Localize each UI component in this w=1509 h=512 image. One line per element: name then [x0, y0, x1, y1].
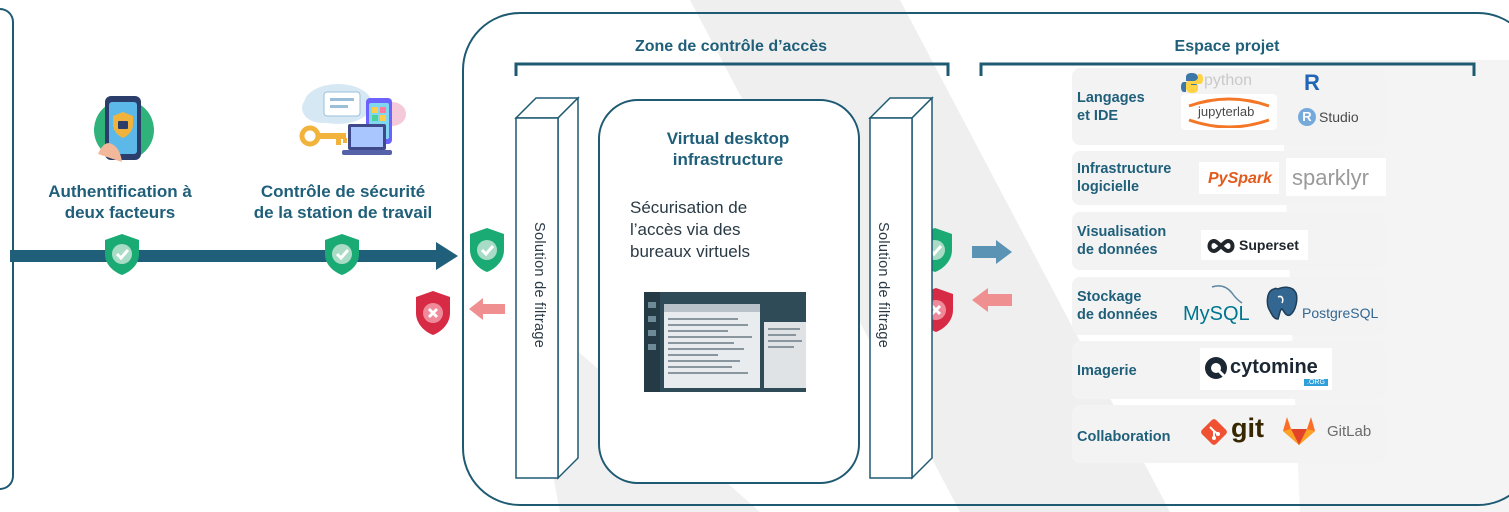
postgresql-elephant-icon	[1266, 286, 1298, 320]
superset-infinity-icon	[1207, 238, 1235, 254]
row-languages-label-line2: et IDE	[1077, 108, 1119, 124]
filter-right-prism	[868, 96, 934, 480]
python-icon	[1181, 73, 1203, 93]
workstation-security-label-line2: de la station de travail	[253, 203, 433, 222]
row-storage-label: Stockage de données	[1077, 288, 1158, 324]
jupyterlab-logo-text: jupyterlab	[1198, 104, 1255, 119]
access-zone-title: Zone de contrôle d’accès	[634, 38, 828, 55]
filter-left-label: Solution de filtrage	[531, 222, 547, 349]
mysql-logo-text: MySQL	[1183, 303, 1250, 325]
git-logo-text: git	[1231, 413, 1264, 443]
cytomine-icon	[1205, 357, 1227, 379]
vdi-description: Sécurisation de l’accès via des bureaux …	[630, 197, 810, 263]
two-factor-label-line2: deux facteurs	[64, 203, 176, 222]
pyspark-logo-text: PySpark	[1208, 170, 1273, 187]
rstudio-r-icon: R	[1298, 108, 1316, 126]
workstation-security-label-line1: Contrôle de sécurité	[260, 182, 426, 201]
python-logo-text: python	[1204, 72, 1253, 89]
sparklyr-logo	[1286, 158, 1386, 196]
vdi-title-line1: Virtual desktop	[666, 129, 790, 148]
vdi-box	[598, 99, 860, 484]
row-visualisation-label-line1: Visualisation	[1077, 224, 1167, 240]
mysql-dolphin-icon	[1211, 285, 1243, 304]
row-storage-label-line1: Stockage	[1077, 289, 1142, 305]
workstation-security-label: Contrôle de sécurité de la station de tr…	[238, 181, 448, 223]
workstation-security-icon	[296, 80, 408, 160]
check-shield-icon	[325, 234, 359, 275]
row-infrastructure-label: Infrastructure logicielle	[1077, 160, 1171, 196]
row-infrastructure-label-line1: Infrastructure	[1077, 161, 1172, 177]
vdi-desc-line2: l’accès via des	[630, 220, 741, 239]
row-infrastructure-label-line2: logicielle	[1077, 179, 1140, 195]
access-zone-bracket	[514, 62, 950, 76]
vdi-title-line2: infrastructure	[672, 150, 784, 169]
row-imaging-label: Imagerie	[1077, 363, 1137, 379]
two-factor-phone-icon	[88, 92, 158, 164]
main-flow-arrow	[10, 242, 458, 270]
filter-left-prism	[514, 96, 580, 480]
cytomine-org-badge: .ORG	[1304, 379, 1328, 386]
project-frame	[462, 12, 1509, 506]
sparklyr-logo-text: sparklyr	[1292, 165, 1370, 190]
vdi-title: Virtual desktop infrastructure	[610, 128, 846, 170]
row-collaboration	[1072, 405, 1385, 463]
row-storage	[1072, 277, 1385, 335]
row-languages-label: Langages et IDE	[1077, 89, 1145, 125]
project-space-bracket	[979, 62, 1476, 76]
gitlab-logo-text: GitLab	[1327, 423, 1372, 440]
rstudio-logo-text: Studio	[1319, 109, 1359, 125]
row-visualisation-label-line2: de données	[1077, 242, 1158, 258]
two-factor-label: Authentification à deux facteurs	[20, 181, 220, 223]
row-storage-label-line2: de données	[1077, 307, 1158, 323]
vdi-desc-line1: Sécurisation de	[630, 198, 748, 217]
denied-shield-icon	[416, 291, 450, 335]
filter-right-label: Solution de filtrage	[875, 222, 891, 349]
cytomine-logo-text: cytomine	[1230, 356, 1318, 378]
row-visualisation-label: Visualisation de données	[1077, 223, 1166, 259]
row-languages-label-line1: Langages	[1077, 90, 1145, 106]
row-collaboration-label: Collaboration	[1077, 429, 1171, 445]
two-factor-label-line1: Authentification à	[48, 182, 192, 201]
postgresql-logo-text: PostgreSQL	[1302, 305, 1379, 321]
reject-arrow-left	[972, 288, 1012, 312]
pyspark-logo	[1199, 162, 1279, 194]
virtual-desktop-screenshot	[644, 292, 806, 392]
git-diamond-icon	[1201, 419, 1227, 445]
superset-logo-text: Superset	[1239, 237, 1299, 253]
jupyter-ellipse-icon	[1188, 97, 1270, 128]
check-shield-icon	[105, 234, 139, 275]
r-logo: R	[1304, 70, 1320, 95]
gitlab-fox-icon	[1283, 417, 1315, 445]
pass-arrow-right	[972, 240, 1012, 264]
vdi-desc-line3: bureaux virtuels	[630, 242, 751, 261]
project-space-title: Espace projet	[1174, 38, 1280, 55]
reject-arrow-left	[469, 298, 505, 320]
check-shield-icon	[470, 228, 504, 272]
